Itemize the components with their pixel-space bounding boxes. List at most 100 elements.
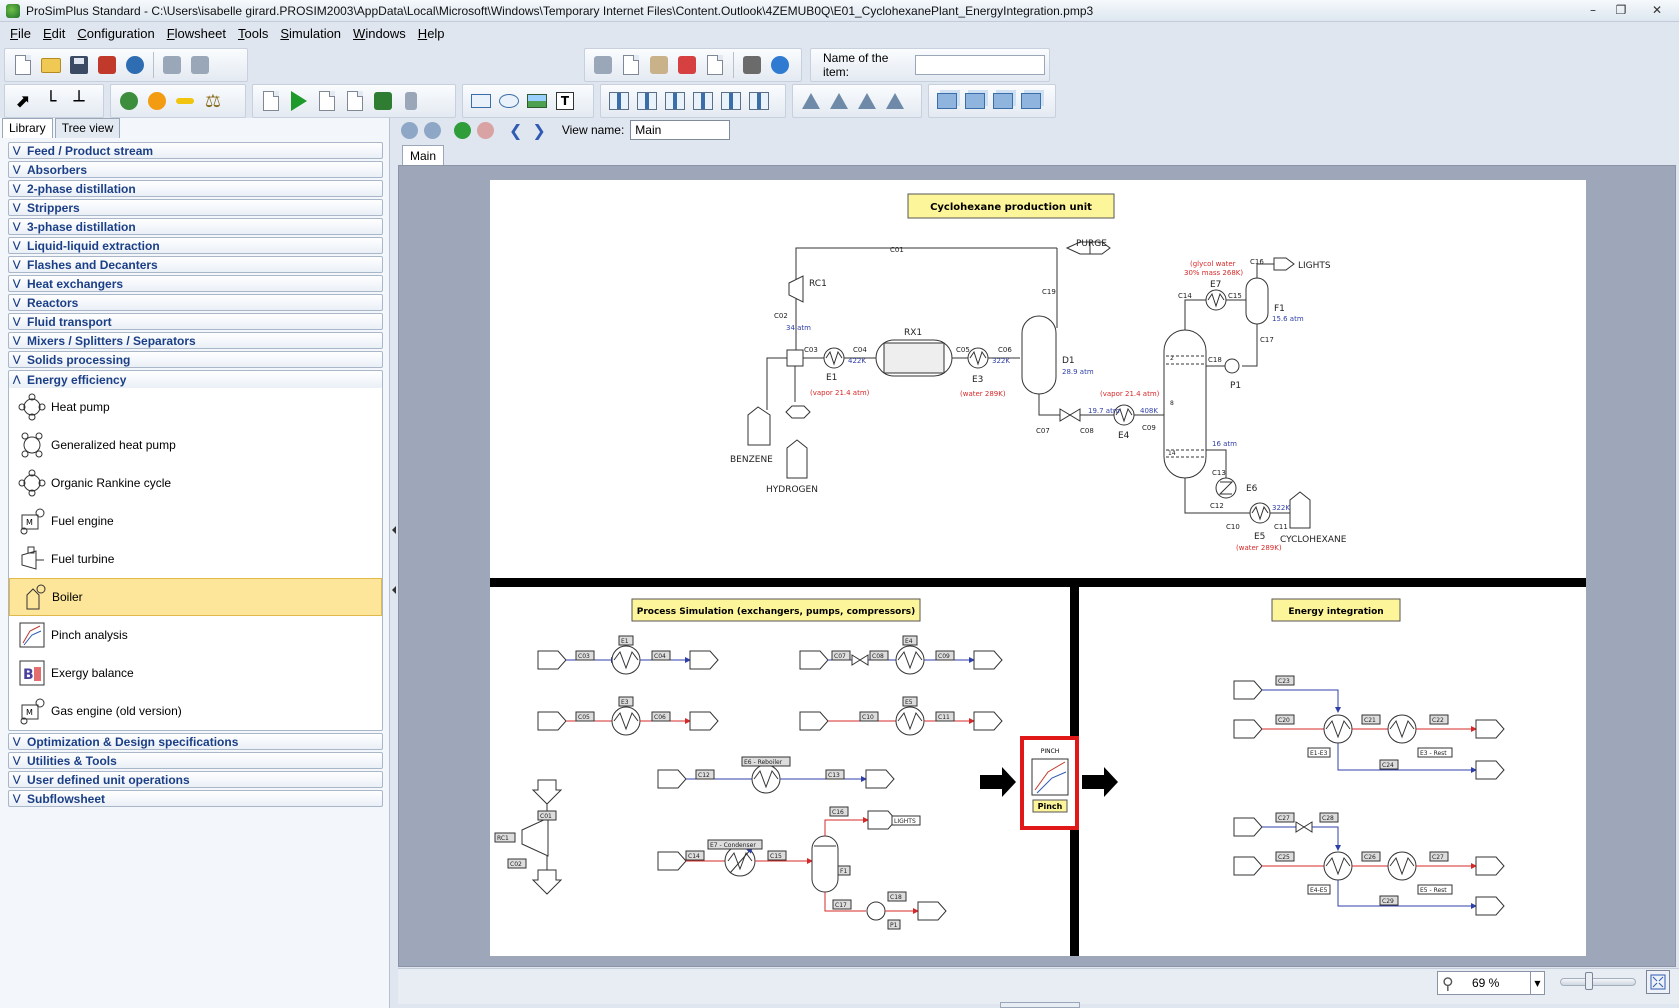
previous-view-icon[interactable]: ❮ <box>509 120 523 140</box>
menu-file[interactable]: File <box>10 25 31 41</box>
new-button[interactable] <box>11 52 35 78</box>
zoom-slider-thumb[interactable] <box>1585 972 1593 990</box>
category-liquid-liquid-extraction[interactable]: ⋁Liquid-liquid extraction <box>8 237 383 254</box>
fit-to-window-button[interactable] <box>1646 970 1670 994</box>
paste-button[interactable] <box>647 52 671 78</box>
bottom-splitter[interactable] <box>1000 1002 1080 1008</box>
reactions-button[interactable] <box>145 88 169 114</box>
send-backward-button[interactable] <box>1019 88 1043 114</box>
print-preview-button[interactable] <box>188 52 212 78</box>
category-heat-exchangers[interactable]: ⋁Heat exchangers <box>8 275 383 292</box>
text-tool[interactable]: T <box>553 88 577 114</box>
rotate-left-button[interactable] <box>827 88 851 114</box>
copy-button[interactable] <box>619 52 643 78</box>
calculator-button[interactable] <box>399 88 423 114</box>
bring-front-button[interactable] <box>935 88 959 114</box>
library-item-pinch-analysis[interactable]: Pinch analysis <box>9 616 382 654</box>
excel-button[interactable] <box>371 88 395 114</box>
align-center-button[interactable] <box>635 88 659 114</box>
category-utilities-tools[interactable]: ⋁Utilities & Tools <box>8 752 383 769</box>
delete-button[interactable] <box>675 52 699 78</box>
remove-view-icon[interactable] <box>477 121 494 139</box>
menu-help[interactable]: Help <box>417 25 445 41</box>
check-button[interactable] <box>259 88 283 114</box>
rectangle-tool[interactable] <box>469 88 493 114</box>
bring-forward-button[interactable] <box>991 88 1015 114</box>
flip-button[interactable] <box>855 88 879 114</box>
category-energy-efficiency[interactable]: ⋀Energy efficiency <box>9 371 382 388</box>
category-mixers-splitters[interactable]: ⋁Mixers / Splitters / Separators <box>8 332 383 349</box>
category-feed-product-stream[interactable]: ⋁Feed / Product stream <box>8 142 383 159</box>
library-item-exergy-balance[interactable]: B Exergy balance <box>9 654 382 692</box>
balance-button[interactable]: ⚖ <box>201 88 225 114</box>
multi-stream-tool[interactable]: ┴ <box>67 88 91 114</box>
category-reactors[interactable]: ⋁Reactors <box>8 294 383 311</box>
pinch-analysis-block[interactable]: PINCH Pinch <box>980 736 1118 830</box>
menu-configuration[interactable]: Configuration <box>77 25 155 41</box>
menu-windows[interactable]: Windows <box>353 25 406 41</box>
menu-simulation[interactable]: Simulation <box>280 25 342 41</box>
category-2-phase-distillation[interactable]: ⋁2-phase distillation <box>8 180 383 197</box>
category-3-phase-distillation[interactable]: ⋁3-phase distillation <box>8 218 383 235</box>
dropdown-arrow-icon[interactable]: ▼ <box>1530 972 1544 994</box>
category-optimization[interactable]: ⋁Optimization & Design specifications <box>8 733 383 750</box>
tab-main[interactable]: Main <box>402 145 444 165</box>
menu-flowsheet[interactable]: Flowsheet <box>166 25 226 41</box>
zoom-select[interactable]: ⚲ 69 % ▼ <box>1437 971 1545 995</box>
align-middle-button[interactable] <box>691 88 715 114</box>
tab-library[interactable]: Library <box>2 118 53 138</box>
report-button[interactable] <box>315 88 339 114</box>
align-left-button[interactable] <box>607 88 631 114</box>
stream-tool[interactable]: └ <box>39 88 63 114</box>
back-view-icon[interactable] <box>401 121 418 139</box>
window-restore-icon[interactable]: ❐ <box>1615 3 1627 17</box>
refresh-button[interactable] <box>768 52 792 78</box>
library-item-heat-pump[interactable]: Heat pump <box>9 388 382 426</box>
align-top-button[interactable] <box>663 88 687 114</box>
print-button[interactable] <box>160 52 184 78</box>
forward-view-icon[interactable] <box>424 121 441 139</box>
next-view-icon[interactable]: ❯ <box>532 120 546 140</box>
components-button[interactable] <box>117 88 141 114</box>
menu-tools[interactable]: Tools <box>237 25 269 41</box>
category-user-defined[interactable]: ⋁User defined unit operations <box>8 771 383 788</box>
warnings-button[interactable] <box>343 88 367 114</box>
view-name-input[interactable] <box>630 120 731 140</box>
run-button[interactable] <box>287 88 311 114</box>
item-name-input[interactable] <box>915 55 1045 75</box>
category-flashes-decanters[interactable]: ⋁Flashes and Decanters <box>8 256 383 273</box>
category-subflowsheet[interactable]: ⋁Subflowsheet <box>8 790 383 807</box>
align-right-button[interactable] <box>747 88 771 114</box>
library-item-generalized-heat-pump[interactable]: Generalized heat pump <box>9 426 382 464</box>
library-item-gas-engine[interactable]: M Gas engine (old version) <box>9 692 382 730</box>
send-back-button[interactable] <box>963 88 987 114</box>
menu-edit[interactable]: Edit <box>42 25 66 41</box>
image-tool[interactable] <box>525 88 549 114</box>
save-as-button[interactable] <box>95 52 119 78</box>
align-bottom-button[interactable] <box>719 88 743 114</box>
units-button[interactable] <box>173 88 197 114</box>
category-strippers[interactable]: ⋁Strippers <box>8 199 383 216</box>
snapshot-button[interactable] <box>740 52 764 78</box>
zoom-slider-track[interactable] <box>1560 978 1636 986</box>
panel-splitter[interactable] <box>391 520 397 600</box>
mirror-button[interactable] <box>883 88 907 114</box>
save-button[interactable] <box>67 52 91 78</box>
properties-button[interactable] <box>123 52 147 78</box>
library-item-organic-rankine-cycle[interactable]: Organic Rankine cycle <box>9 464 382 502</box>
library-item-fuel-engine[interactable]: M Fuel engine <box>9 502 382 540</box>
category-fluid-transport[interactable]: ⋁Fluid transport <box>8 313 383 330</box>
select-tool[interactable]: ⬈ <box>11 88 35 114</box>
rotate-up-button[interactable] <box>799 88 823 114</box>
add-view-icon[interactable] <box>454 121 471 139</box>
rename-button[interactable] <box>703 52 727 78</box>
category-solids-processing[interactable]: ⋁Solids processing <box>8 351 383 368</box>
library-item-boiler[interactable]: Boiler <box>9 578 382 616</box>
open-button[interactable] <box>39 52 63 78</box>
category-absorbers[interactable]: ⋁Absorbers <box>8 161 383 178</box>
window-close-icon[interactable]: ✕ <box>1651 3 1663 17</box>
tab-tree-view[interactable]: Tree view <box>54 118 121 138</box>
cut-button[interactable] <box>591 52 615 78</box>
window-minimize-icon[interactable]: – <box>1590 3 1596 17</box>
ellipse-tool[interactable] <box>497 88 521 114</box>
